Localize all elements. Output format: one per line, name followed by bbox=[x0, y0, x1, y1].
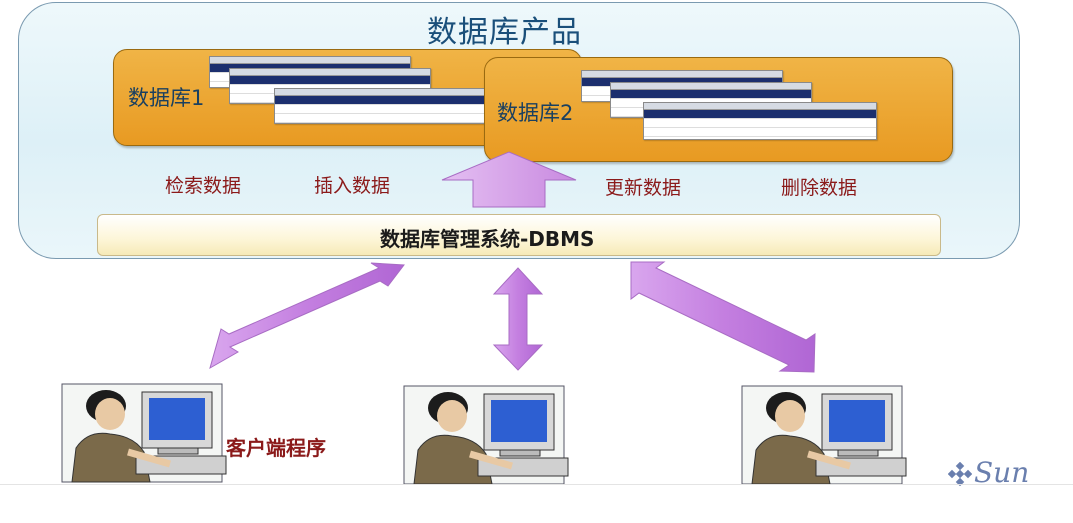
client-computer-icon bbox=[58, 378, 228, 486]
up-arrow bbox=[442, 152, 576, 207]
right-double-arrow bbox=[631, 262, 815, 372]
center-double-arrow bbox=[494, 268, 542, 370]
client-program-label: 客户端程序 bbox=[226, 432, 326, 461]
client-computer-icon bbox=[738, 380, 908, 488]
left-double-arrow bbox=[210, 263, 404, 368]
sun-logo-icon bbox=[948, 462, 972, 486]
client-computer-icon bbox=[400, 380, 570, 488]
divider bbox=[0, 484, 1073, 485]
